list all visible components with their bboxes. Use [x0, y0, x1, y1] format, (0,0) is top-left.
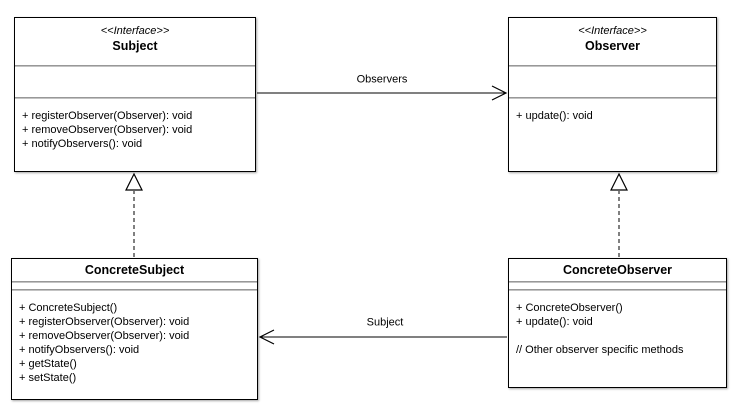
- class-name: Subject: [112, 39, 158, 53]
- association-observers-edge[interactable]: [257, 85, 508, 101]
- class-title: <<Interface>> Observer: [509, 18, 716, 65]
- compartment-separator: [12, 281, 257, 283]
- edge-label-observers[interactable]: Observers: [354, 73, 410, 87]
- class-name: ConcreteSubject: [84, 263, 185, 277]
- method-line: + update(): void: [516, 316, 593, 328]
- class-title: ConcreteSubject: [12, 259, 257, 281]
- attributes-compartment: [509, 67, 716, 97]
- edge-label-subject[interactable]: Subject: [364, 316, 406, 330]
- method-line: + notifyObservers(): void: [19, 344, 140, 356]
- compartment-separator: [509, 289, 726, 291]
- method-line: + removeObserver(Observer): void: [22, 124, 193, 136]
- class-box-subject[interactable]: <<Interface>> Subject + registerObserver…: [14, 17, 256, 172]
- method-line: + ConcreteObserver(): [516, 302, 623, 314]
- stereotype-label: <<Interface>>: [578, 25, 647, 37]
- methods-compartment: + ConcreteObserver() + update(): void //…: [509, 291, 726, 357]
- compartment-separator: [509, 97, 716, 99]
- attributes-compartment: [15, 67, 255, 97]
- comment-line: // Other observer specific methods: [516, 344, 684, 356]
- methods-compartment: + ConcreteSubject() + registerObserver(O…: [12, 291, 257, 385]
- compartment-separator: [509, 65, 716, 67]
- realization-concreteobserver-observer-edge[interactable]: [610, 172, 628, 257]
- method-line: [516, 329, 721, 343]
- compartment-separator: [15, 65, 255, 67]
- class-box-concrete-subject[interactable]: ConcreteSubject + ConcreteSubject() + re…: [11, 258, 258, 400]
- method-line: + setState(): [19, 372, 77, 384]
- method-line: + registerObserver(Observer): void: [19, 316, 190, 328]
- compartment-separator: [509, 281, 726, 283]
- compartment-separator: [12, 289, 257, 291]
- method-line: + update(): void: [516, 110, 593, 122]
- methods-compartment: + registerObserver(Observer): void + rem…: [15, 99, 255, 151]
- methods-compartment: + update(): void: [509, 99, 716, 123]
- class-title: ConcreteObserver: [509, 259, 726, 281]
- method-line: + notifyObservers(): void: [22, 138, 143, 150]
- method-line: + ConcreteSubject(): [19, 302, 118, 314]
- class-name: ConcreteObserver: [562, 263, 673, 277]
- association-subject-edge[interactable]: [258, 329, 507, 345]
- compartment-separator: [15, 97, 255, 99]
- method-line: + getState(): [19, 358, 77, 370]
- method-line: + registerObserver(Observer): void: [22, 110, 193, 122]
- class-box-concrete-observer[interactable]: ConcreteObserver + ConcreteObserver() + …: [508, 258, 727, 388]
- class-name: Observer: [585, 39, 640, 53]
- class-box-observer[interactable]: <<Interface>> Observer + update(): void: [508, 17, 717, 172]
- method-line: + removeObserver(Observer): void: [19, 330, 190, 342]
- realization-concretesubject-subject-edge[interactable]: [125, 172, 143, 257]
- class-title: <<Interface>> Subject: [15, 18, 255, 65]
- stereotype-label: <<Interface>>: [100, 25, 170, 37]
